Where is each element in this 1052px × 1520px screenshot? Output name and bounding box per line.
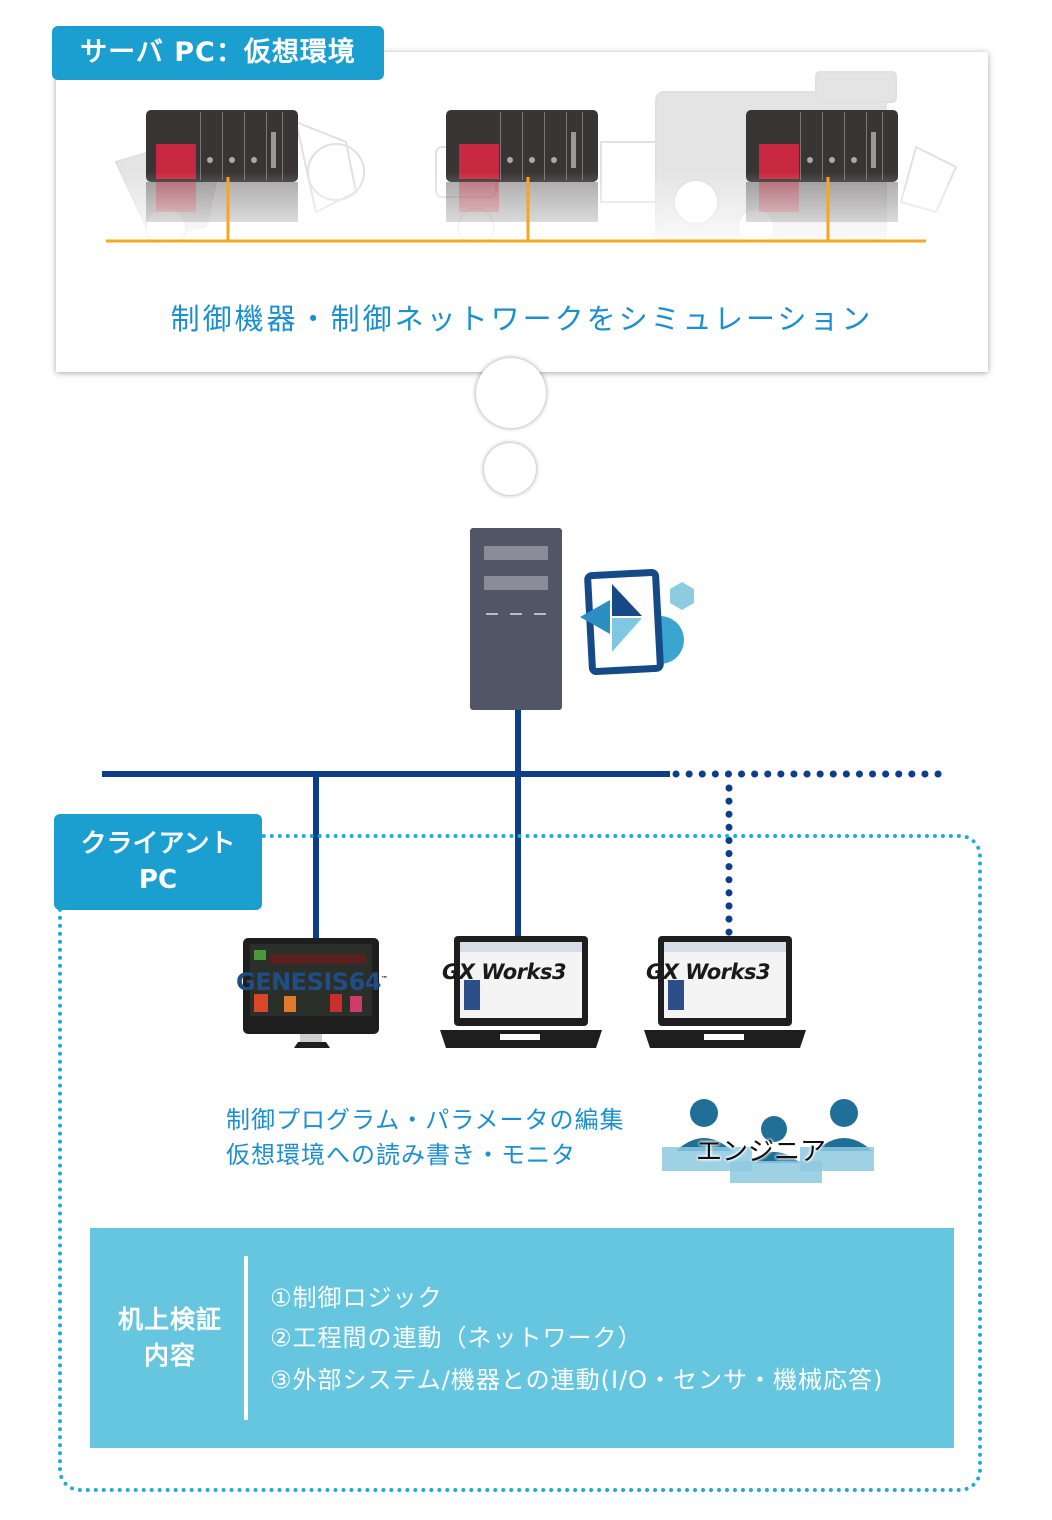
thought-bubble-large — [476, 358, 546, 428]
monitor-icon — [243, 938, 379, 1048]
control-network-line — [106, 177, 926, 243]
verification-item: ①制御ロジック — [270, 1284, 443, 1312]
verification-item: ②工程間の連動（ネットワーク） — [270, 1324, 643, 1352]
gx-works3-logo-1: GX Works3 — [442, 960, 567, 984]
verification-content-box — [90, 1228, 954, 1448]
client-pc-tag: クライアント PC — [54, 814, 262, 910]
network-diagram — [102, 528, 950, 940]
verification-item: ③外部システム/機器との連動(I/O・センサ・機械応答) — [270, 1366, 884, 1394]
trademark-symbol: ™ — [380, 975, 388, 983]
simulation-caption: 制御機器・制御ネットワークをシミュレーション — [170, 302, 874, 336]
laptop-icon — [644, 936, 806, 1048]
verification-divider — [244, 1256, 248, 1420]
plc-simulation-illustration — [56, 71, 988, 252]
verification-title: 机上検証 内容 — [100, 1302, 240, 1374]
engineering-description-line-1: 制御プログラム・パラメータの編集 — [226, 1106, 625, 1134]
verification-title-line2: 内容 — [143, 1341, 196, 1370]
thought-bubble-small — [484, 443, 536, 495]
gx-works3-logo-2: GX Works3 — [646, 960, 771, 984]
virtualization-software-icon — [580, 568, 694, 676]
server-tower-icon — [470, 528, 562, 710]
client-pc-tag-line1: クライアント — [80, 829, 236, 859]
client-pc-area — [58, 834, 982, 1492]
client-pc-tag-line2: PC — [138, 865, 178, 895]
genesis64-name: GENESIS64 — [236, 968, 381, 996]
genesis64-logo: GENESIS64™ — [236, 968, 388, 996]
ethernet-network — [102, 710, 670, 940]
laptop-icon — [440, 936, 602, 1048]
engineer-label: エンジニア — [696, 1137, 827, 1167]
verification-title-line1: 机上検証 — [117, 1305, 222, 1334]
client-devices — [243, 930, 806, 1048]
ethernet-network-extension — [672, 770, 950, 940]
engineers-group-icon — [662, 1099, 874, 1183]
server-pc-tag: サーバ PC：仮想環境 — [52, 26, 384, 80]
engineering-description-line-2: 仮想環境への読み書き・モニタ — [226, 1141, 576, 1169]
